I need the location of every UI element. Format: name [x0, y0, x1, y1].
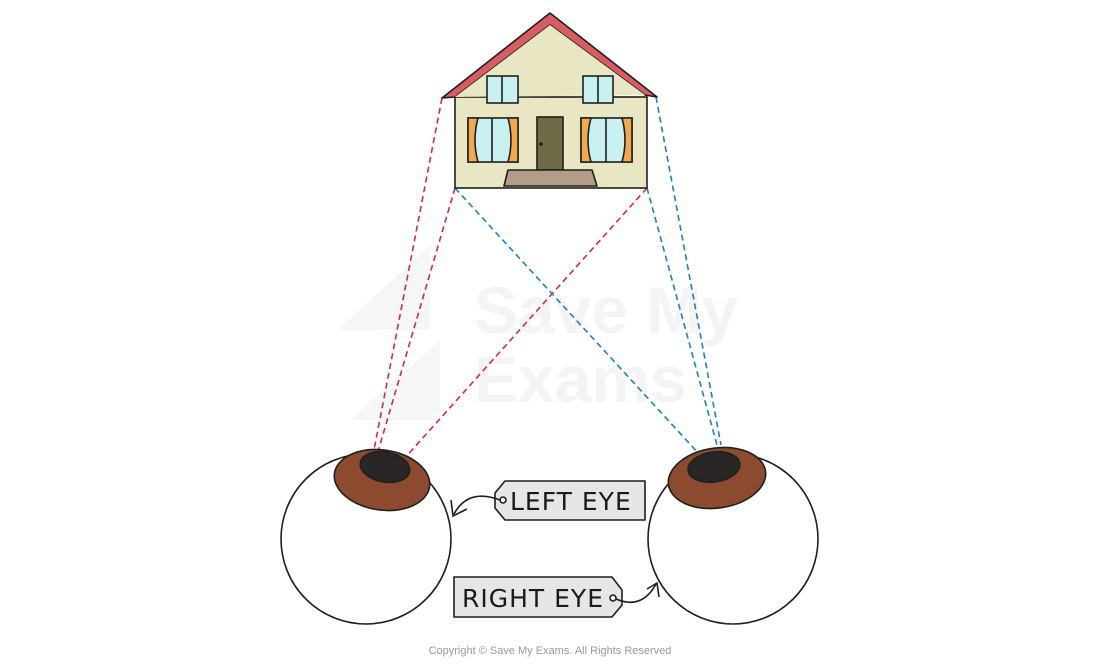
left-eye-tag-shape [494, 480, 646, 521]
left-eye-ray-roof-left [372, 97, 443, 456]
left-eye [280, 448, 452, 625]
right-eye [647, 446, 819, 625]
left-eye-label: LEFT EYE [510, 487, 632, 516]
watermark-line-2: Exams [474, 342, 687, 416]
left-eye-tag: LEFT EYE [450, 480, 646, 521]
watermark-line-1: Save My [474, 273, 738, 347]
copyright-notice: Copyright © Save My Exams. All Rights Re… [429, 645, 672, 657]
right-eye-rays [454, 96, 722, 456]
left-eye-tag-string [453, 495, 501, 515]
right-eye-ray-base-left [454, 187, 701, 456]
left-eye-ray-base-right [402, 187, 648, 461]
left-eye-ray-base-left [376, 187, 456, 456]
watermark: Save My Exams [338, 245, 738, 420]
watermark-logo-icon-lower [350, 340, 440, 420]
right-pupil [687, 450, 741, 484]
right-eye-ray-roof-right [655, 96, 722, 446]
left-pupil [359, 450, 411, 484]
right-eye-label: RIGHT EYE [462, 584, 604, 613]
watermark-logo-icon [338, 245, 430, 330]
left-eye-arrowhead-icon [450, 499, 468, 518]
house-step [503, 169, 598, 187]
lower-window-left [467, 117, 519, 163]
left-eye-tag-hole [499, 496, 507, 504]
right-eye-arrowhead-icon [646, 581, 660, 598]
door-knob [539, 142, 543, 146]
right-eye-ray-base-right [646, 187, 718, 446]
house-roof-inner [455, 25, 645, 97]
left-eye-rays [372, 97, 648, 461]
right-eye-tag: RIGHT EYE [453, 576, 660, 618]
upper-window-right [582, 75, 614, 104]
upper-window-left [486, 75, 519, 104]
right-eye-tag-hole [609, 594, 617, 602]
right-eye-tag-string [615, 583, 657, 603]
right-eye-tag-shape [453, 576, 623, 618]
lower-window-right [580, 117, 633, 163]
house [441, 12, 658, 189]
